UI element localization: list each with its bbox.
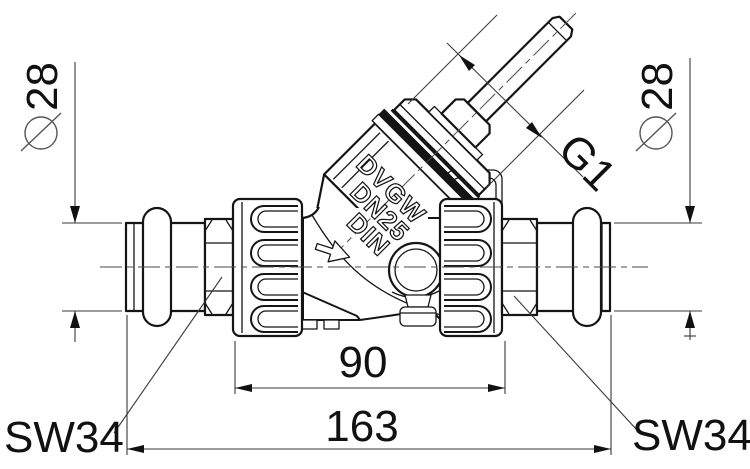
drain-neck xyxy=(404,294,432,308)
hex-chamfers xyxy=(204,219,234,315)
bonnet-surface-line xyxy=(332,132,381,180)
body-left-shoulder xyxy=(301,206,320,220)
sw34-left-label: SW34 xyxy=(4,413,124,462)
diameter-icon xyxy=(20,112,62,152)
body-bottom-edge xyxy=(359,313,402,321)
sw34-right-label: SW34 xyxy=(632,411,750,460)
drain-cap xyxy=(399,306,437,327)
body-foot-tab xyxy=(301,319,318,330)
diameter-icon xyxy=(635,112,677,152)
dimension-90: 90 xyxy=(234,338,506,394)
dim-90-value: 90 xyxy=(339,338,388,387)
hex-chamfers xyxy=(501,219,538,315)
dimension-diameter-right: 28 xyxy=(614,58,702,340)
dim-163-value: 163 xyxy=(325,402,398,451)
union-nut-right-flutes xyxy=(444,205,493,333)
bonnet-surface-line xyxy=(341,140,389,189)
dimension-diameter-left: 28 xyxy=(18,62,122,342)
test-port-inner xyxy=(394,248,438,292)
union-nut-left-flutes xyxy=(249,205,298,333)
body-foot-tab xyxy=(323,319,340,330)
body-foot-slope xyxy=(299,290,361,321)
flow-arrow-icon xyxy=(314,240,351,263)
union-nut-left-flutes-inner xyxy=(257,210,298,328)
bonnet-cap-line xyxy=(399,103,486,190)
dim-thread-label: G1 xyxy=(549,124,625,200)
bonnet-centerline xyxy=(369,12,577,220)
dimension-sw34-left: SW34 xyxy=(4,276,223,462)
dimension-163: 163 xyxy=(126,315,612,455)
dimension-sw34-right: SW34 xyxy=(513,295,750,460)
spindle-tip-line xyxy=(547,21,568,42)
union-nut-right-flutes-inner xyxy=(444,210,485,328)
dim-right-diameter-value: 28 xyxy=(633,62,682,111)
dim-left-diameter-value: 28 xyxy=(18,62,67,111)
